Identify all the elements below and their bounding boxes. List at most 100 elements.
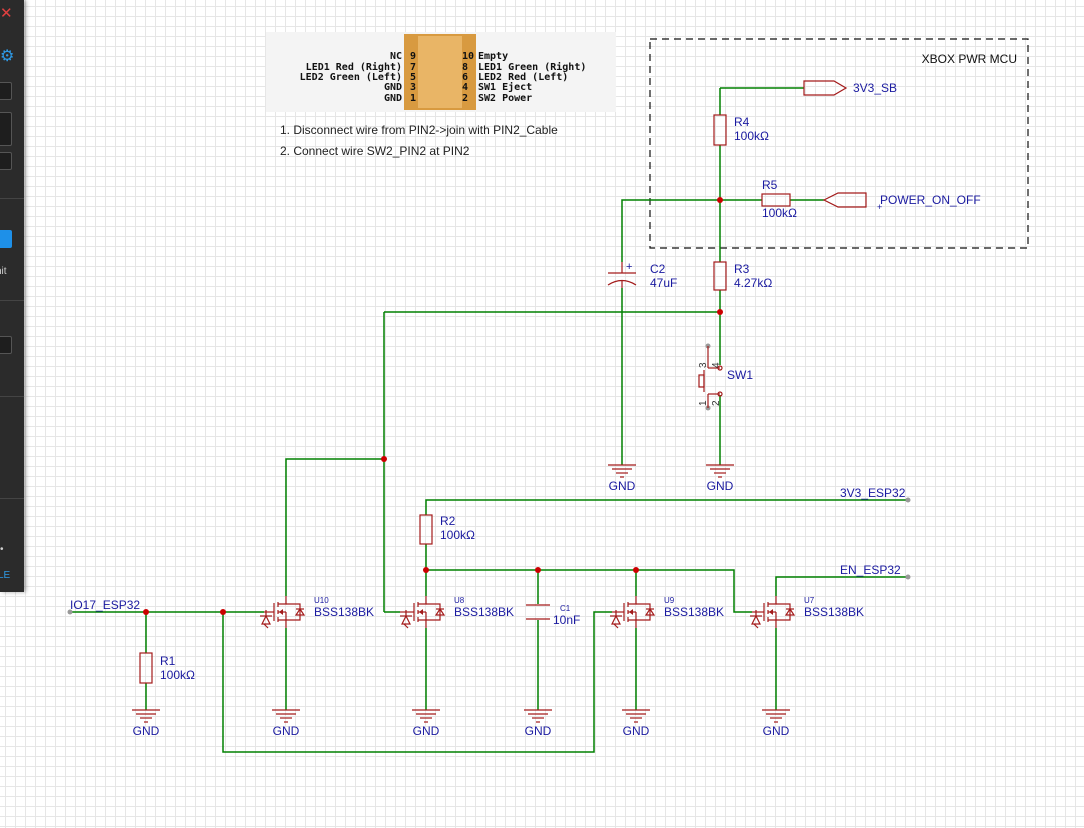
value-u8: BSS138BK [454, 605, 514, 619]
gnd-label: GND [133, 724, 160, 738]
header-pin: 3 [410, 82, 416, 93]
gnd-label: GND [273, 724, 300, 738]
header-pin: 6 [462, 72, 468, 83]
header-pin: 8 [462, 62, 468, 73]
panel-stepper[interactable] [0, 152, 12, 170]
resistor-r5[interactable]: R5 100kΩ [761, 178, 797, 220]
panel-color-swatch[interactable] [0, 230, 12, 248]
mosfets[interactable]: U10BSS138BKU8BSS138BKU9BSS138BKU7BSS138B… [260, 596, 864, 629]
value-c1: 10nF [553, 613, 580, 627]
ground-symbol-u7[interactable]: GND [762, 709, 790, 738]
panel-dot: • [0, 544, 4, 555]
resistor-r1[interactable]: R1 100kΩ [139, 652, 195, 684]
sw1-pin: 3 [698, 362, 709, 368]
capacitor-c2[interactable]: + C2 47uF [607, 261, 677, 290]
value-c2: 47uF [650, 276, 677, 290]
resistor-r2[interactable]: R2 100kΩ [419, 514, 475, 545]
net-label-3v3-esp32[interactable]: 3V3_ESP32 [840, 486, 906, 500]
net-flag-power-on-off[interactable]: POWER_ON_OFF + [822, 192, 981, 212]
ref-u7: U7 [804, 596, 815, 605]
mcu-frame[interactable] [649, 38, 1029, 249]
gnd-label: GND [763, 724, 790, 738]
ref-u10: U10 [314, 596, 329, 605]
header-right-pins: 10 8 6 4 2 [462, 51, 474, 104]
panel-action-link[interactable]: LE [0, 570, 11, 581]
close-icon[interactable]: ✕ [0, 5, 13, 22]
header-pin: 10 [462, 51, 474, 62]
header-pin: 7 [410, 62, 416, 73]
net-label-3v3-sb: 3V3_SB [853, 81, 897, 95]
header-label: LED1 Red (Right) [306, 61, 402, 73]
panel-divider [0, 498, 24, 499]
net-flag-3v3-sb[interactable]: 3V3_SB [803, 80, 897, 96]
header-label: SW1 Eject [478, 81, 532, 93]
ref-c2: C2 [650, 262, 666, 276]
mcu-frame-label: XBOX PWR MCU [922, 52, 1017, 66]
ground-symbol-sw1[interactable]: GND [706, 464, 734, 493]
panel-divider [0, 300, 24, 301]
header-left-pins: 9 7 5 3 1 [410, 51, 416, 104]
ref-r5: R5 [762, 178, 778, 192]
ground-symbol-r1[interactable]: GND [132, 709, 160, 738]
panel-input[interactable] [0, 82, 12, 100]
header-label: Empty [478, 51, 508, 62]
panel-divider [0, 396, 24, 397]
value-u10: BSS138BK [314, 605, 374, 619]
net-label-en-esp32[interactable]: EN_ESP32 [840, 563, 901, 577]
header-right-labels: Empty LED1 Green (Right) LED2 Red (Left)… [478, 51, 586, 104]
panel-textarea[interactable] [0, 112, 12, 146]
panel-input[interactable] [0, 336, 12, 354]
ref-c1: C1 [560, 604, 571, 613]
panel-divider [0, 198, 24, 199]
header-pin: 9 [410, 51, 416, 62]
ref-r3: R3 [734, 262, 750, 276]
ground-symbol-c2[interactable]: GND [608, 464, 636, 493]
header-label: NC [390, 51, 402, 62]
connector-pinout-image: NC LED1 Red (Right) LED2 Green (Left) GN… [266, 32, 616, 112]
gear-icon[interactable]: ⚙ [0, 48, 15, 65]
properties-panel: ✕ ⚙ nit • LE [0, 0, 24, 592]
net-label-io17-esp32[interactable]: IO17_ESP32 [70, 598, 140, 612]
value-u7: BSS138BK [804, 605, 864, 619]
note-1[interactable]: 1. Disconnect wire from PIN2->join with … [280, 123, 558, 137]
junctions [67, 197, 911, 615]
header-label: GND [384, 82, 402, 93]
sw1-pin: 4 [711, 362, 722, 368]
header-pin: 2 [462, 93, 468, 104]
wires[interactable] [70, 87, 908, 753]
resistor-r4[interactable]: R4 100kΩ [713, 114, 769, 146]
header-label: GND [384, 93, 402, 104]
value-r2: 100kΩ [440, 528, 475, 542]
ground-symbol-u9[interactable]: GND [622, 709, 650, 738]
header-pin: 4 [462, 82, 468, 93]
ref-r1: R1 [160, 654, 176, 668]
value-r5: 100kΩ [762, 206, 797, 220]
header-pin: 1 [410, 93, 416, 104]
panel-unit-label: nit [0, 266, 7, 277]
ground-symbol-u8[interactable]: GND [412, 709, 440, 738]
ground-symbols[interactable]: GND GND GND GND GND GND GND GND [132, 464, 790, 738]
switch-sw1[interactable]: 3 4 1 2 SW1 [698, 346, 753, 408]
value-u9: BSS138BK [664, 605, 724, 619]
ground-symbol-u10[interactable]: GND [272, 709, 300, 738]
header-label: LED1 Green (Right) [478, 61, 586, 73]
ref-sw1: SW1 [727, 368, 753, 382]
header-label: LED2 Red (Left) [478, 72, 568, 83]
capacitor-c1[interactable]: C1 10nF [526, 604, 580, 627]
resistor-r3[interactable]: R3 4.27kΩ [713, 261, 772, 291]
ref-u8: U8 [454, 596, 465, 605]
value-r1: 100kΩ [160, 668, 195, 682]
ground-symbol-c1[interactable]: GND [524, 709, 552, 738]
ref-u9: U9 [664, 596, 675, 605]
header-left-labels: NC LED1 Red (Right) LED2 Green (Left) GN… [300, 51, 402, 104]
ref-r2: R2 [440, 514, 456, 528]
note-2[interactable]: 2. Connect wire SW2_PIN2 at PIN2 [280, 144, 470, 158]
header-pin: 5 [410, 72, 416, 83]
c2-polarity-mark: + [626, 261, 632, 273]
ref-r4: R4 [734, 115, 750, 129]
